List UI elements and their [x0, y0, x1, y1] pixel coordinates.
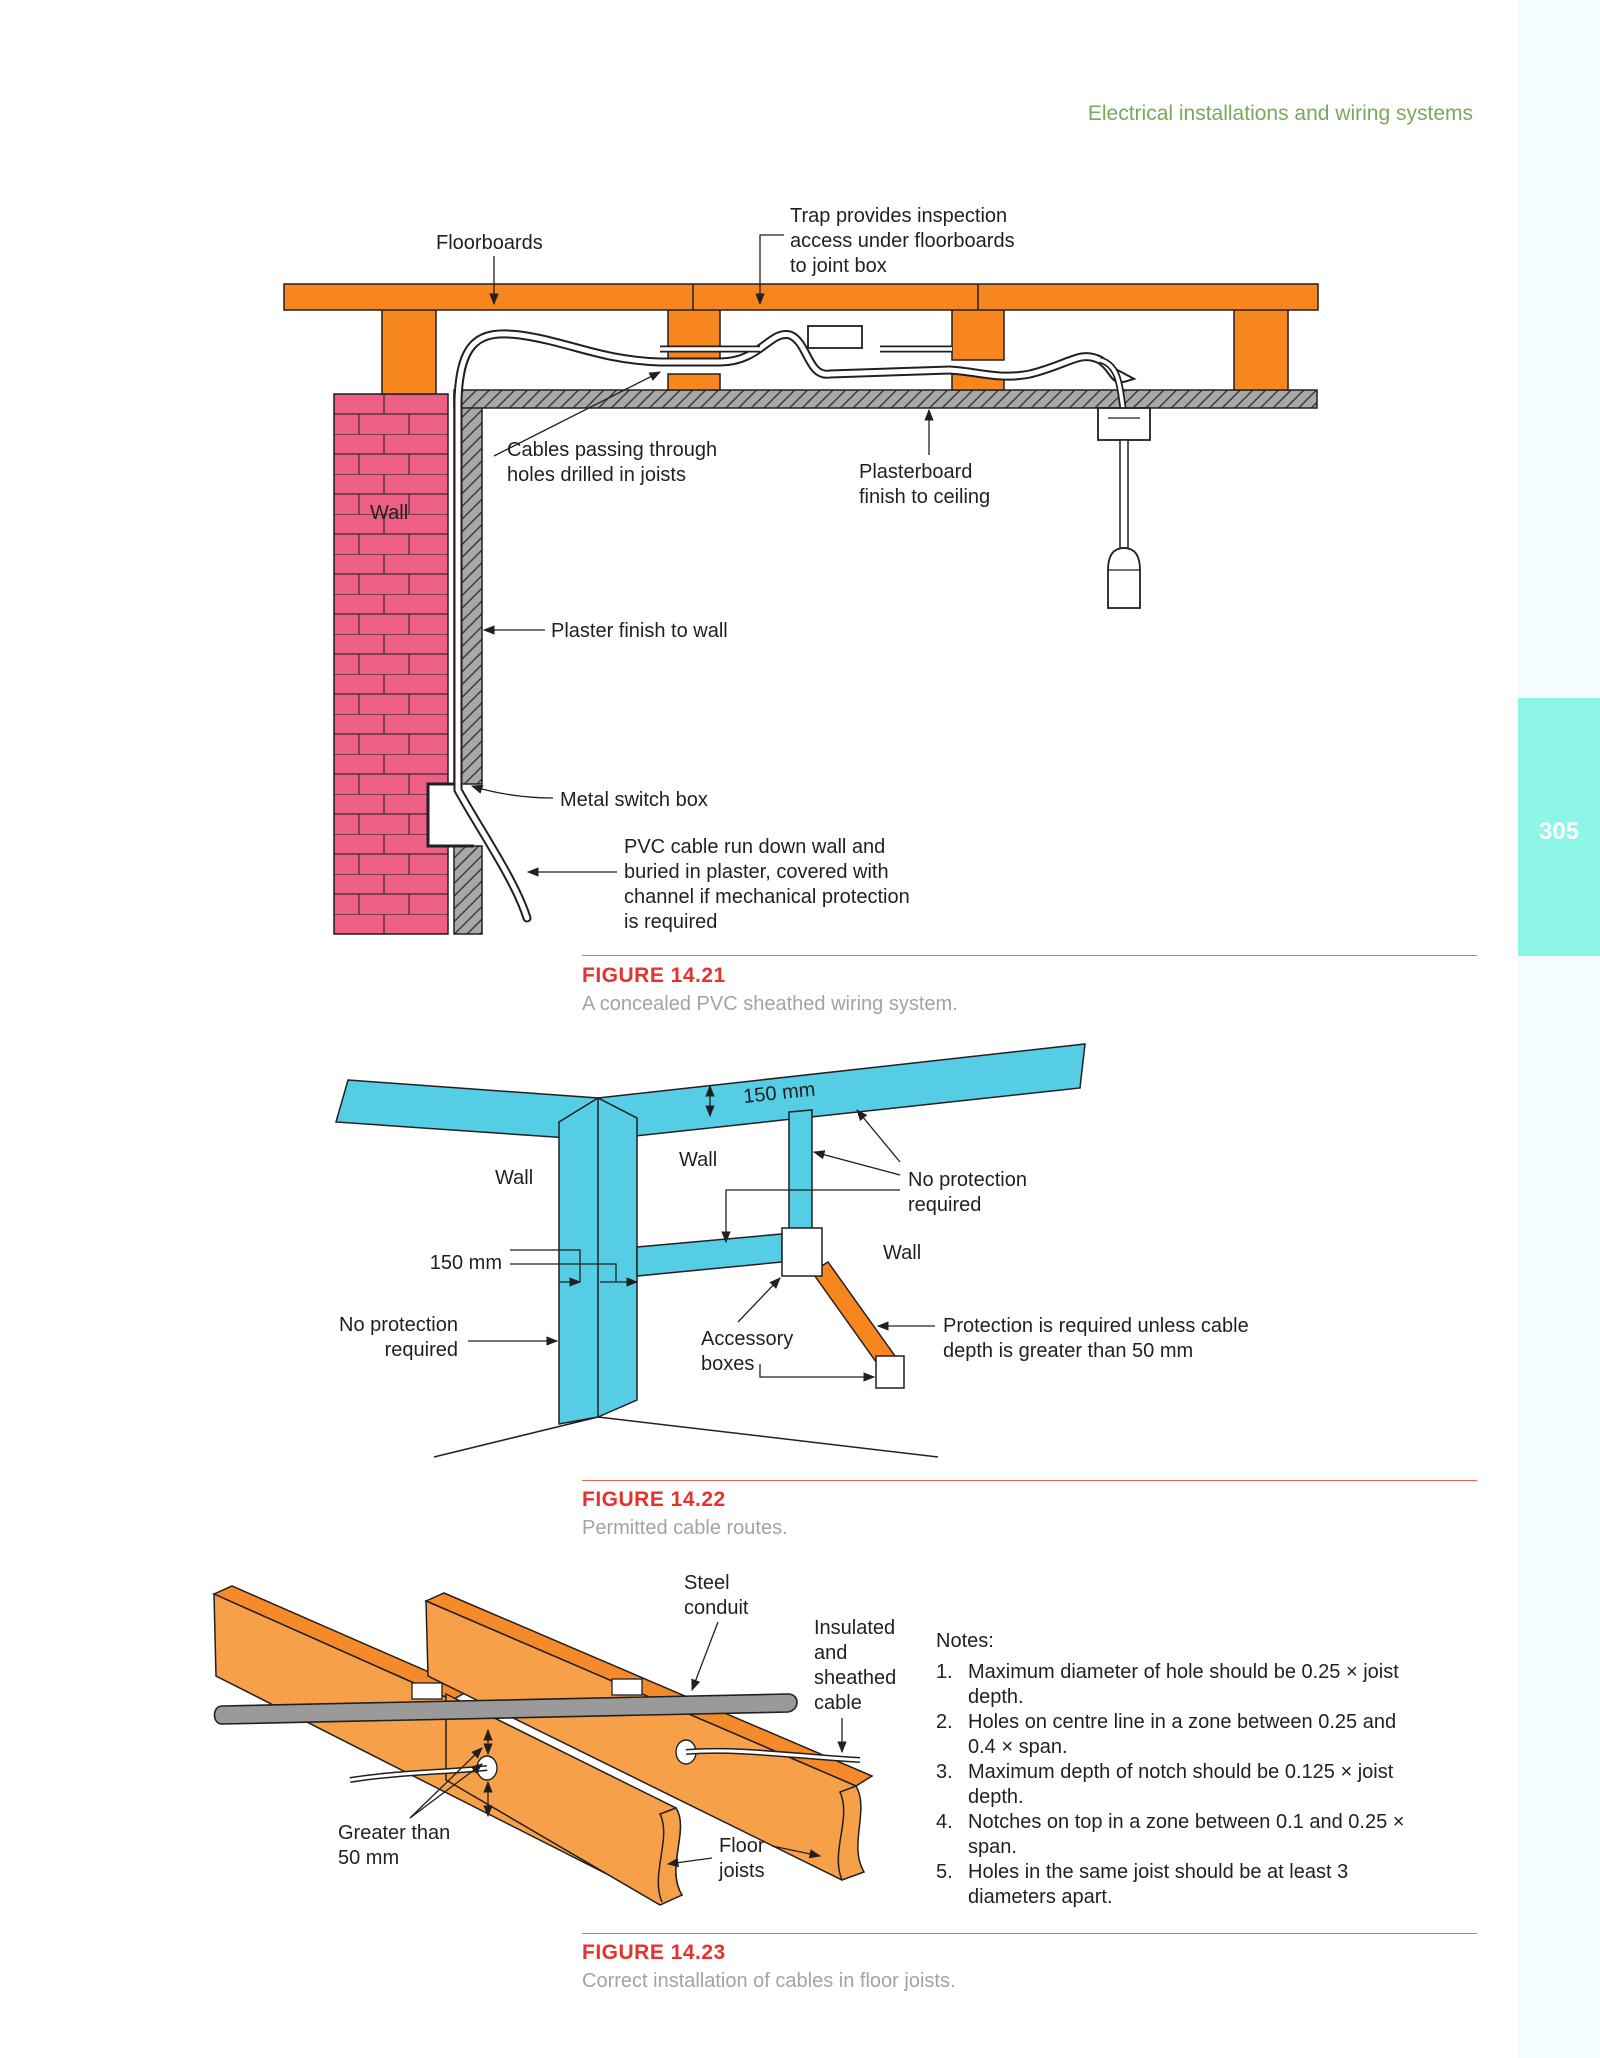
figure-14-23-label: FIGURE 14.23: [582, 1941, 726, 1964]
label-pvc-1: PVC cable run down wall and: [624, 836, 885, 858]
label-wall-center: Wall: [679, 1149, 717, 1171]
label-plasterboard-2: finish to ceiling: [859, 486, 990, 508]
label-floorboards: Floorboards: [436, 232, 543, 254]
label-floor-joists-1: Floor: [719, 1835, 765, 1857]
label-insulated-2: and: [814, 1642, 847, 1664]
joist-2-lower: [667, 373, 721, 391]
ceiling-rose: [1097, 407, 1151, 441]
figure-14-23-diagram: Steel conduit Insulated and sheathed cab…: [212, 1572, 896, 1906]
label-wall-left: Wall: [495, 1167, 533, 1189]
label-pvc-4: is required: [624, 911, 717, 933]
label-trap-3: to joint box: [790, 255, 887, 277]
margin-strip: [1518, 0, 1600, 2058]
figure-14-22-rule: [582, 1480, 1477, 1481]
label-pvc-2: buried in plaster, covered with: [624, 861, 889, 883]
pendant-flex: [1119, 439, 1129, 549]
label-protection-required-1: Protection is required unless cable: [943, 1315, 1249, 1337]
label-trap-1: Trap provides inspection: [790, 205, 1007, 227]
accessory-box-2: [875, 1355, 905, 1389]
notes-list: 1.Maximum diameter of hole should be 0.2…: [936, 1660, 1406, 1910]
label-no-protection-top-2: required: [908, 1194, 981, 1216]
wall-plaster-lower: [453, 845, 483, 935]
joist-3-upper: [951, 305, 1005, 361]
label-insulated-4: cable: [814, 1692, 862, 1714]
label-trap-2: access under floorboards: [790, 230, 1015, 252]
notes-title: Notes:: [936, 1630, 994, 1652]
figure-14-22-diagram: 150 mm 150 mm Wall Wall Wall No protecti…: [335, 1043, 1249, 1458]
label-wall: Wall: [370, 502, 408, 524]
label-plaster: Plaster finish to wall: [551, 620, 728, 642]
notch-a: [411, 1682, 443, 1700]
note-item: 5.Holes in the same joist should be at l…: [936, 1861, 1349, 1908]
label-insulated-3: sheathed: [814, 1667, 896, 1689]
label-no-protection-top-1: No protection: [908, 1169, 1027, 1191]
label-greater-2: 50 mm: [338, 1847, 399, 1869]
zone-right-ceiling: [597, 1043, 1086, 1141]
brick-wall: [333, 393, 449, 935]
joist-b-face: [425, 1599, 866, 1881]
lampholder: [1107, 547, 1141, 609]
label-protection-required-2: depth is greater than 50 mm: [943, 1340, 1193, 1362]
accessory-box-1: [781, 1227, 823, 1277]
label-insulated-1: Insulated: [814, 1617, 895, 1639]
running-header: Electrical installations and wiring syst…: [1087, 102, 1473, 125]
figure-14-22-label: FIGURE 14.22: [582, 1488, 726, 1511]
figure-14-21-rule: [582, 955, 1477, 956]
zone-vertical-to-box: [788, 1109, 813, 1235]
joint-box: [807, 325, 863, 349]
note-item: 3.Maximum depth of notch should be 0.125…: [936, 1761, 1394, 1808]
floorboards: [283, 283, 1319, 311]
figure-14-21-label: FIGURE 14.21: [582, 964, 726, 987]
figure-14-21-diagram: Floorboards Trap provides inspection acc…: [283, 205, 1319, 935]
label-no-protection-left-1: No protection: [339, 1314, 458, 1336]
note-item: 4.Notches on top in a zone between 0.1 a…: [936, 1811, 1405, 1858]
joist-4: [1233, 305, 1289, 391]
figure-14-22-caption: Permitted cable routes.: [582, 1517, 788, 1539]
label-pvc-3: channel if mechanical protection: [624, 886, 910, 908]
note-item: 1.Maximum diameter of hole should be 0.2…: [936, 1661, 1399, 1708]
joist-1: [381, 305, 437, 395]
label-accessory-2: boxes: [701, 1353, 754, 1375]
label-wall-right: Wall: [883, 1242, 921, 1264]
figure-14-21-caption: A concealed PVC sheathed wiring system.: [582, 993, 958, 1015]
figure-14-23-caption: Correct installation of cables in floor …: [582, 1970, 956, 1992]
label-steel-conduit-2: conduit: [684, 1597, 749, 1619]
label-cables-1: Cables passing through: [507, 439, 717, 461]
label-cables-2: holes drilled in joists: [507, 464, 686, 486]
steel-conduit: [213, 1693, 798, 1725]
page-number: 305: [1538, 818, 1580, 845]
protected-run: [810, 1260, 897, 1368]
ceiling-plasterboard: [453, 389, 1318, 409]
label-plasterboard-1: Plasterboard: [859, 461, 972, 483]
label-floor-joists-2: joists: [718, 1860, 765, 1882]
metal-switch-box: [426, 782, 474, 848]
note-item: 2.Holes on centre line in a zone between…: [936, 1711, 1397, 1758]
zone-horizontal-to-box: [636, 1233, 783, 1277]
notch-b: [611, 1678, 643, 1696]
label-switch-box: Metal switch box: [560, 789, 708, 811]
label-accessory-1: Accessory: [701, 1328, 793, 1350]
dim-left-150mm: 150 mm: [430, 1252, 502, 1274]
page-number-tab: [1518, 698, 1600, 956]
label-steel-conduit-1: Steel: [684, 1572, 730, 1594]
label-no-protection-left-2: required: [385, 1339, 458, 1361]
figure-14-23-rule: [582, 1933, 1477, 1934]
label-greater-1: Greater than: [338, 1822, 450, 1844]
